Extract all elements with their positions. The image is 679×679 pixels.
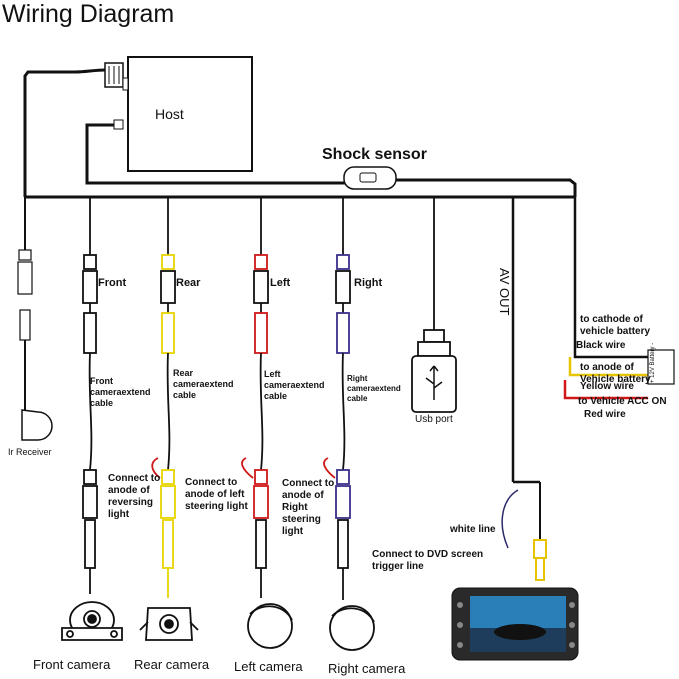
acc-note: to Vehicle ACC ON bbox=[578, 396, 667, 407]
rear-camera-branch bbox=[139, 197, 199, 641]
diagram-title: Wiring Diagram bbox=[2, 0, 175, 28]
host-label: Host bbox=[155, 106, 184, 122]
yellow-wire-label: Yellow wire bbox=[580, 381, 634, 392]
dvd-screen bbox=[451, 587, 579, 661]
front-camera-label: Front camera bbox=[33, 657, 111, 672]
red-wire-label: Red wire bbox=[584, 409, 626, 420]
av-out-label: AV OUT bbox=[497, 268, 512, 316]
battery-mark: + 12V Battery - bbox=[650, 342, 656, 383]
usb-port-branch bbox=[411, 197, 457, 413]
front-label: Front bbox=[98, 277, 127, 289]
black-wire-label: Black wire bbox=[576, 340, 626, 351]
rear-camera-label: Rear camera bbox=[134, 657, 210, 672]
right-camera-label: Right camera bbox=[328, 661, 406, 676]
power-wires bbox=[563, 197, 675, 400]
right-label: Right bbox=[354, 277, 383, 289]
rear-label: Rear bbox=[176, 277, 201, 289]
left-camera-branch bbox=[241, 197, 293, 649]
main-harness bbox=[23, 68, 577, 199]
white-line-label: white line bbox=[450, 524, 496, 535]
av-out-branch bbox=[501, 197, 547, 581]
shock-sensor-label: Shock sensor bbox=[322, 146, 427, 163]
usb-port-label: Usb port bbox=[415, 414, 453, 425]
left-camera-label: Left camera bbox=[234, 659, 303, 674]
right-camera-branch bbox=[323, 197, 375, 651]
ir-receiver-label: Ir Receiver bbox=[8, 447, 52, 457]
left-label: Left bbox=[270, 277, 291, 289]
ir-receiver-branch bbox=[17, 197, 53, 441]
shock-sensor bbox=[343, 166, 397, 190]
front-camera-branch bbox=[61, 197, 123, 641]
